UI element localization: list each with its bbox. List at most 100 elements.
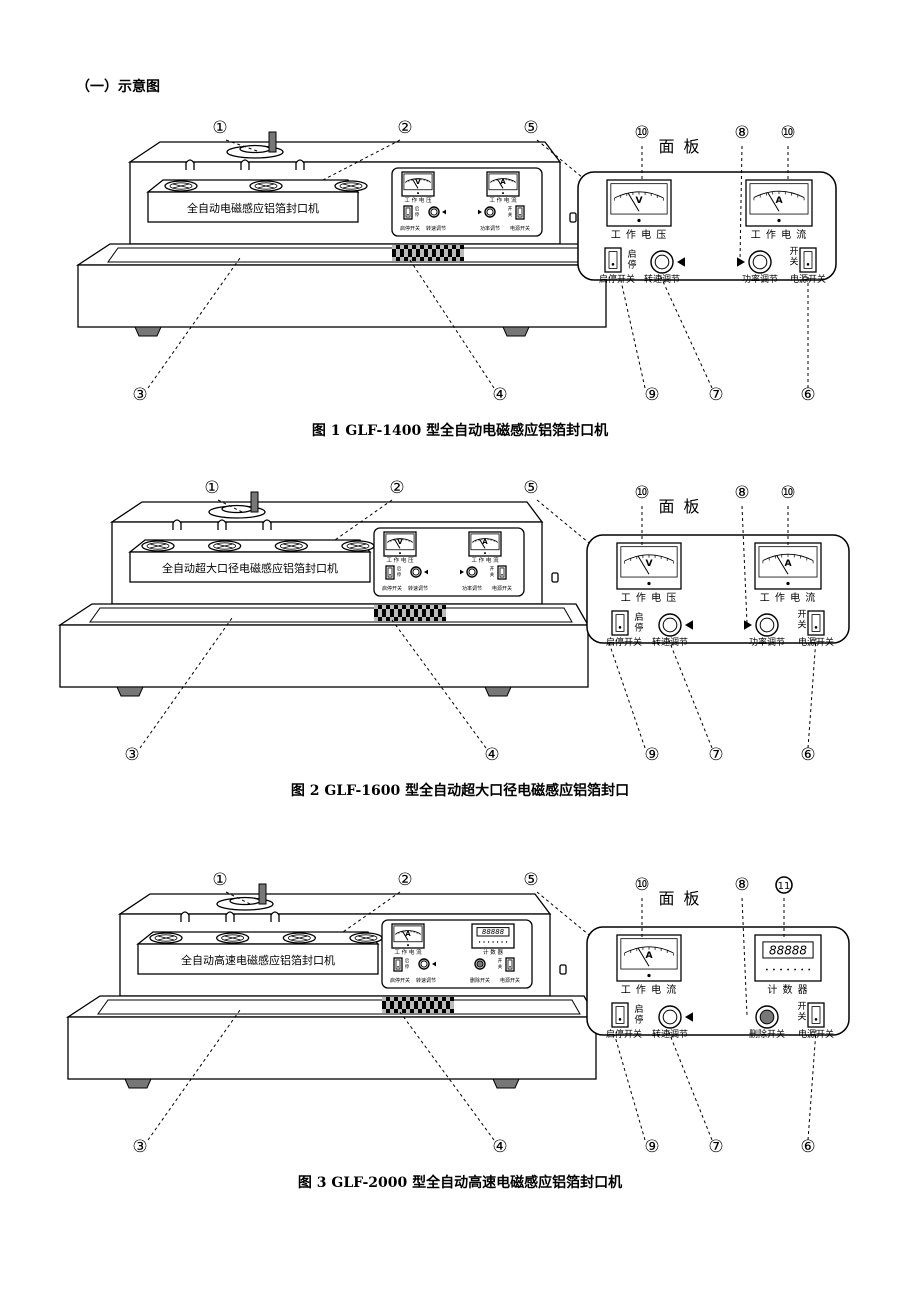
conveyor-belt-cell <box>434 617 438 621</box>
mini-right-meter-frame <box>468 531 502 557</box>
conveyor-belt-cell <box>394 997 398 1001</box>
mini-left-switch-dot <box>397 966 399 968</box>
panel-right-meter-label: 工 作 电 流 <box>760 591 817 604</box>
conveyor-belt-cell <box>442 997 446 1001</box>
callout-8-label: ⑧ <box>734 483 749 503</box>
panel-counter-dot <box>773 968 775 971</box>
mini-counter-dot <box>492 941 494 943</box>
conveyor-belt-cell <box>390 605 394 609</box>
conveyor-belt-cell <box>390 617 394 621</box>
mini-left-switch-label: 启停开关 <box>382 585 402 592</box>
conveyor-belt-cell <box>386 997 390 1001</box>
panel-start-stop-switch-dot <box>618 1018 622 1021</box>
panel-left-meter-unit: V <box>635 195 643 206</box>
conveyor-belt-cell <box>418 1001 422 1005</box>
conveyor-belt-cell <box>436 245 440 249</box>
panel-counter-dot <box>787 968 789 971</box>
conveyor-belt-cell <box>400 253 404 257</box>
leader-3 <box>147 1009 241 1141</box>
sealing-machine: 全自动高速电磁感应铝箔封口机A工 作 电 流88888计 数 器启停启停开关转速… <box>65 883 604 1089</box>
panel-title: 面 板 <box>658 137 701 156</box>
panel-left-meter-frame <box>606 179 672 227</box>
conveyor-belt-cell <box>422 605 426 609</box>
panel-start-stop-label: 启停开关 <box>606 636 642 648</box>
mini-left-arrow <box>424 569 428 575</box>
conveyor-belt-cell <box>390 609 394 613</box>
conveyor-belt-cell <box>382 1005 386 1009</box>
callout-4-label: ④ <box>492 1137 507 1157</box>
conveyor-belt-cell <box>426 1009 430 1013</box>
panel-power-side: 开 <box>797 609 806 620</box>
mini-right-switch-side: 开 <box>490 566 495 572</box>
machine-foot <box>116 686 144 697</box>
mini-left-meter-label: 工 作 电 压 <box>386 556 414 564</box>
mini-left-meter-screw <box>399 552 401 555</box>
conveyor-belt-cell <box>374 613 378 617</box>
coil-cross <box>157 935 175 941</box>
panel-right-knob-label: 删除开关 <box>749 1028 785 1040</box>
conveyor-belt-cell <box>422 613 426 617</box>
conveyor-belt-cell <box>414 997 418 1001</box>
callout-7-label: ⑦ <box>708 745 723 765</box>
conveyor-belt-cell <box>430 1005 434 1009</box>
mini-left-switch <box>385 565 395 580</box>
mini-left-meter-scale <box>405 178 431 183</box>
mini-right-knob-label: 功率调节 <box>462 585 482 592</box>
mini-left-meter-unit: V <box>397 538 403 546</box>
conveyor-belt-cell <box>420 245 424 249</box>
conveyor-belt-cell <box>394 617 398 621</box>
conveyor-belt-cell <box>420 257 424 261</box>
mini-left-knob-inner <box>430 208 438 216</box>
conveyor-belt-cell <box>412 257 416 261</box>
callout-2-label: ② <box>397 118 412 138</box>
conveyor-belt-cell <box>406 997 410 1001</box>
conveyor-belt-cell <box>456 249 460 253</box>
callout-11: 11 <box>775 876 793 894</box>
leader-1 <box>217 499 243 513</box>
conveyor-belt-cell <box>436 249 440 253</box>
panel-right-meter-frame <box>754 542 822 590</box>
leader-8 <box>741 897 748 1016</box>
induction-coil-inner <box>279 542 303 550</box>
callout-4-label: ④ <box>484 745 499 765</box>
conveyor-belt-cell <box>386 1001 390 1005</box>
panel-power-switch-dot <box>814 626 818 629</box>
callout-10b-label: ⑩ <box>780 483 795 503</box>
callout-9-label: ⑨ <box>644 385 659 405</box>
conveyor-belt-cell <box>378 617 382 621</box>
callout-7-label: ⑦ <box>708 385 723 405</box>
conveyor-belt-cell <box>448 257 452 261</box>
panel-power-switch-label: 电源开关 <box>798 636 834 648</box>
panel-right-knob-label: 功率调节 <box>749 636 785 648</box>
leader-1 <box>225 139 261 153</box>
conveyor-belt-cell <box>430 1001 434 1005</box>
mini-left-switch-side: 停 <box>397 571 402 578</box>
induction-coil-inner <box>354 934 378 942</box>
conveyor-belt-cell <box>446 1009 450 1013</box>
panel-start-stop-switch-dot <box>611 263 615 266</box>
leader-7 <box>667 637 713 749</box>
conveyor-belt-cell <box>382 613 386 617</box>
conveyor-belt-cell <box>426 997 430 1001</box>
conveyor-belt-cell <box>438 605 442 609</box>
conveyor-belt-cell <box>442 613 446 617</box>
panel-right-knob-inner <box>759 1009 775 1025</box>
tray-front <box>77 264 607 328</box>
mini-right-switch <box>497 565 507 580</box>
mini-left-switch-dot <box>407 214 409 216</box>
coil-cross <box>357 935 375 941</box>
conveyor-belt-cell <box>446 1001 450 1005</box>
conveyor-belt-cell <box>392 257 396 261</box>
conveyor-belt-cell <box>416 245 420 249</box>
mount-bump <box>270 911 280 922</box>
panel-left-meter-window <box>620 546 678 578</box>
panel-counter: 88888 <box>754 934 822 982</box>
callout-6-label: ⑥ <box>800 385 815 405</box>
conveyor-belt-cell <box>432 249 436 253</box>
conveyor-belt-cell <box>418 1009 422 1013</box>
conveyor-belt-cell <box>434 1001 438 1005</box>
callout-2-label: ② <box>397 870 412 890</box>
mini-right-arrow <box>460 569 464 575</box>
conveyor-belt-cell <box>432 257 436 261</box>
